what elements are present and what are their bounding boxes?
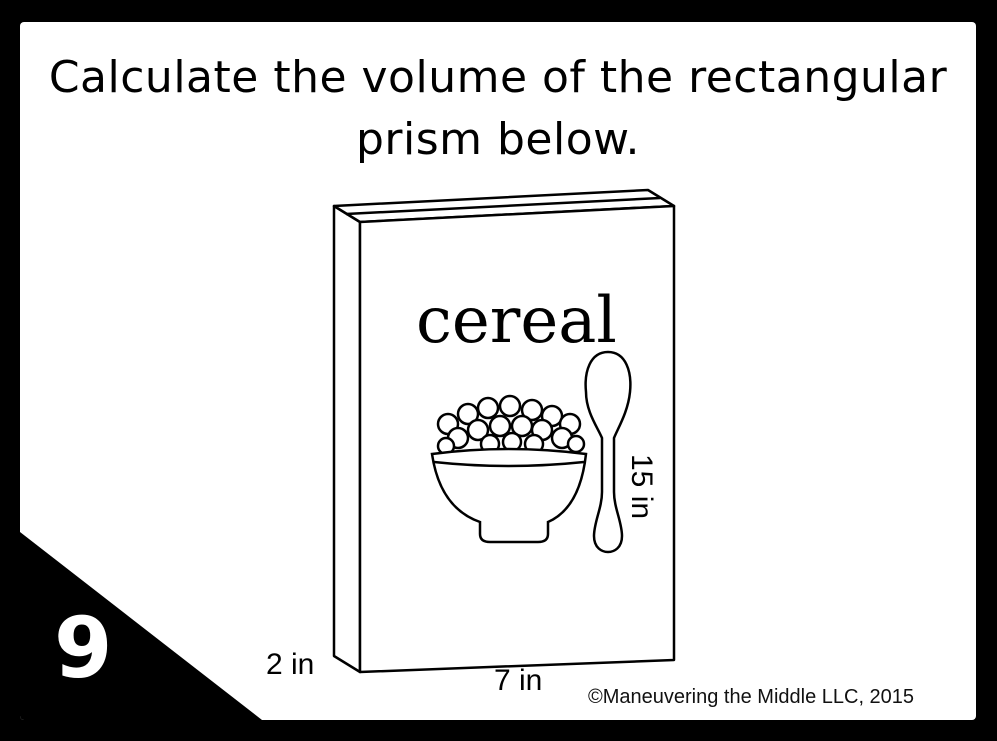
question-line-2: prism below. xyxy=(355,114,641,165)
width-dimension-label: 7 in xyxy=(494,664,543,697)
copyright-text: ©Maneuvering the Middle LLC, 2015 xyxy=(588,686,915,708)
question-line-1: Calculate the volume of the rectangular xyxy=(48,52,948,103)
cereal-bowl-icon xyxy=(430,394,588,544)
corner-triangle xyxy=(20,532,262,720)
task-card: Calculate the volume of the rectangular … xyxy=(20,22,976,720)
prism-side-face xyxy=(332,204,362,674)
card-number: 9 xyxy=(54,599,113,697)
box-brand-label: cereal xyxy=(416,284,617,358)
height-dimension-label: 15 in xyxy=(625,454,658,520)
depth-dimension-label: 2 in xyxy=(266,648,315,681)
cereal-box-prism: cereal xyxy=(332,188,676,674)
spoon-icon xyxy=(584,350,632,554)
